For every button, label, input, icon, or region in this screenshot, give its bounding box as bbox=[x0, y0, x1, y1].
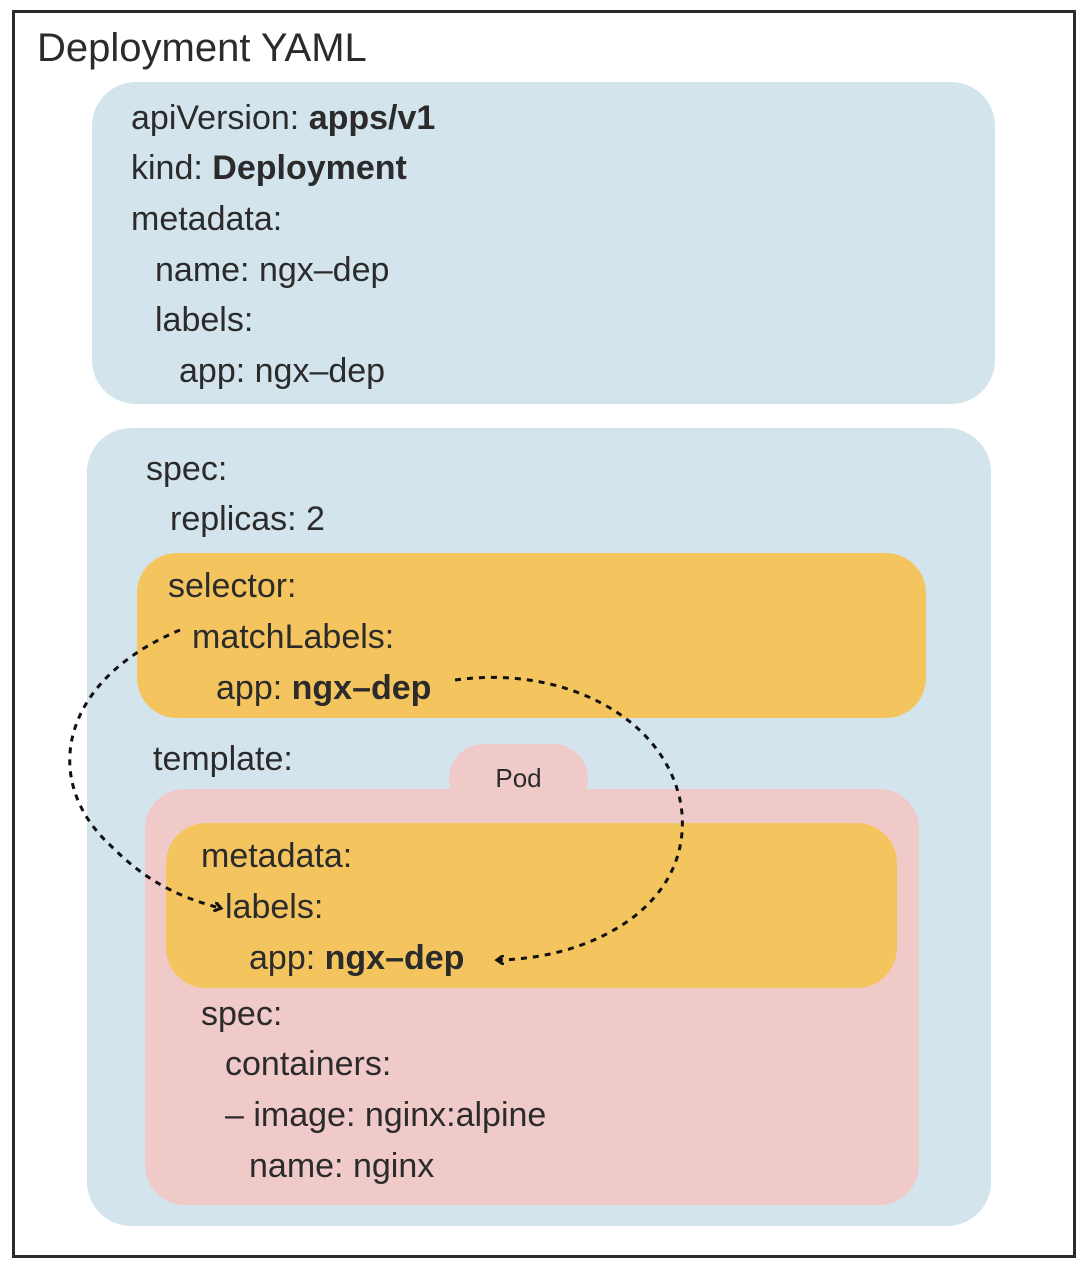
selector-app-value: ngx–dep bbox=[291, 669, 432, 707]
api-version-key: apiVersion: bbox=[131, 99, 300, 137]
diagram-title: Deployment YAML bbox=[37, 26, 367, 70]
kind-line: kind: Deployment bbox=[131, 148, 407, 188]
pod-app-value: ngx–dep bbox=[324, 939, 465, 977]
kind-value: Deployment bbox=[212, 149, 407, 187]
container-name-line: name: nginx bbox=[249, 1147, 435, 1185]
containers-key: containers: bbox=[225, 1045, 392, 1083]
pod-badge: Pod bbox=[449, 744, 588, 813]
image-line: – image: nginx:alpine bbox=[225, 1096, 547, 1134]
pod-app-line: app: ngx–dep bbox=[249, 938, 464, 978]
diagram-frame bbox=[12, 10, 1076, 1258]
selector-app-key: app: bbox=[216, 669, 283, 707]
pod-app-key: app: bbox=[249, 939, 316, 977]
labels-key: labels: bbox=[155, 301, 254, 339]
selector-key: selector: bbox=[168, 567, 297, 605]
metadata-key: metadata: bbox=[131, 200, 283, 238]
spec-key: spec: bbox=[146, 450, 228, 488]
metadata-block bbox=[92, 82, 995, 404]
pod-spec-key: spec: bbox=[201, 995, 283, 1033]
kind-key: kind: bbox=[131, 149, 203, 187]
match-labels-key: matchLabels: bbox=[192, 618, 395, 656]
replicas-line: replicas: 2 bbox=[170, 500, 325, 538]
name-line: name: ngx–dep bbox=[155, 251, 390, 289]
api-version-line: apiVersion: apps/v1 bbox=[131, 98, 435, 138]
api-version-value: apps/v1 bbox=[308, 99, 436, 137]
pod-metadata-key: metadata: bbox=[201, 837, 353, 875]
pod-labels-key: labels: bbox=[225, 888, 324, 926]
template-key: template: bbox=[153, 740, 293, 778]
selector-app-line: app: ngx–dep bbox=[216, 668, 431, 708]
app-label-line: app: ngx–dep bbox=[179, 352, 386, 390]
